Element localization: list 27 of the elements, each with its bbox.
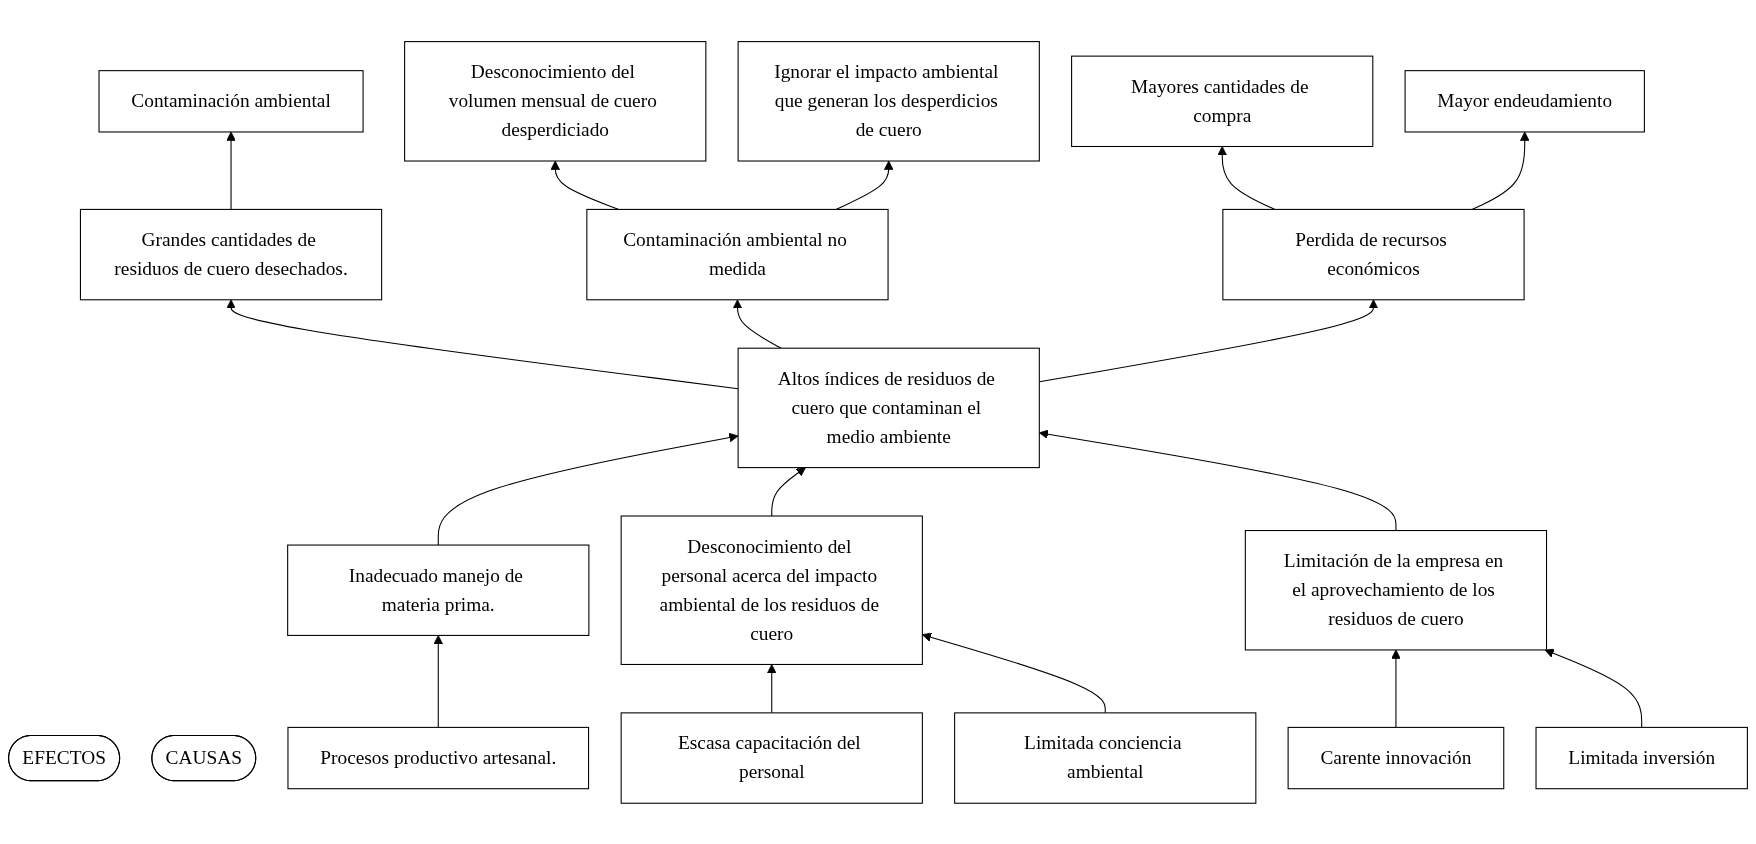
- node-box: Inadecuado manejo de materia prima.: [287, 544, 590, 636]
- arrow: [835, 160, 894, 210]
- node-box: Grandes cantidades de residuos de cuero desechados.: [79, 208, 383, 300]
- arrow: [1471, 131, 1530, 210]
- node-box: Limitada inversión: [1535, 726, 1748, 789]
- arrow: [433, 634, 443, 728]
- node-box: Carente innovación: [1287, 726, 1505, 789]
- arrow: [437, 432, 739, 546]
- arrow: [1391, 649, 1401, 728]
- arrow: [1544, 648, 1643, 728]
- node-box: Desconocimiento del personal acerca del impacto ambiental de los residuos de cuero: [620, 515, 923, 665]
- arrow: [226, 131, 236, 210]
- arrow: [1217, 145, 1276, 210]
- node-box: Procesos productivo artesanal.: [287, 726, 590, 789]
- node-box: Desconocimiento del volumen mensual de cuero desperdiciado: [404, 40, 707, 162]
- node-box: Limitación de la empresa en el aprovechamiento de los residuos de cuero: [1244, 529, 1548, 651]
- node-box: Ignorar el impacto ambiental que generan los desperdicios de cuero: [737, 40, 1040, 162]
- node-box: Altos índices de residuos de cuero que contaminan el medio ambiente: [737, 347, 1040, 468]
- node-box: Mayores cantidades de compra: [1071, 55, 1374, 147]
- node-box: Contaminación ambiental no medida: [586, 208, 889, 300]
- node-box: Contaminación ambiental: [98, 69, 364, 133]
- node-box: Mayor endeudamiento: [1404, 69, 1645, 133]
- arrow: [771, 466, 806, 517]
- node-box: Escasa capacitación del personal: [620, 711, 923, 804]
- arrow: [767, 663, 777, 713]
- node-box: Limitada conciencia ambiental: [954, 711, 1257, 804]
- node-box: Perdida de recursos económicos: [1222, 208, 1525, 300]
